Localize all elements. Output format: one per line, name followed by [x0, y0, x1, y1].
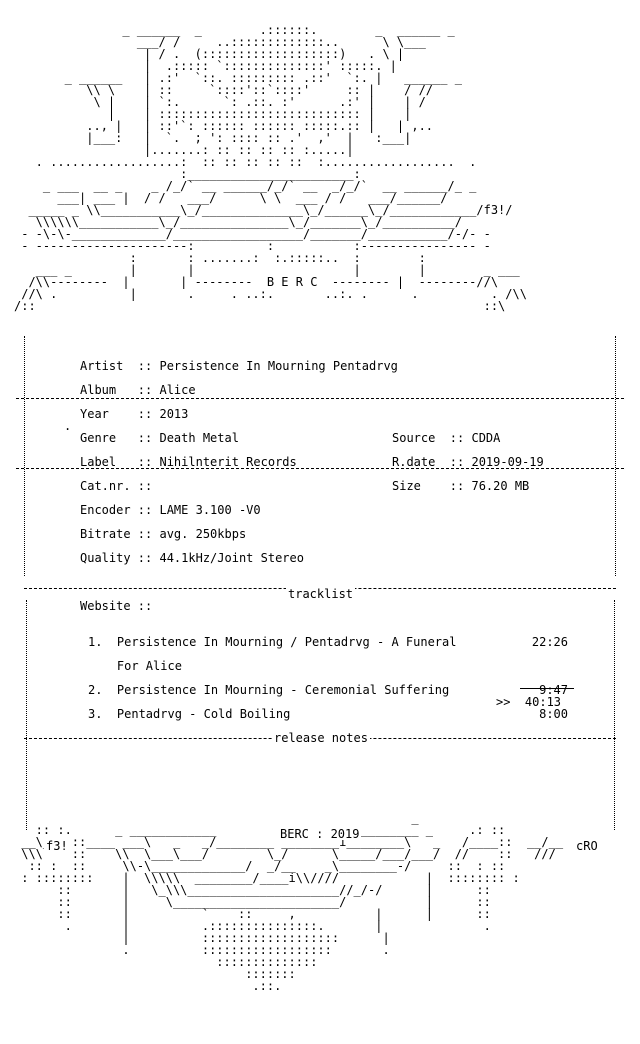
source-label: Source — [392, 431, 436, 445]
album-value: Alice — [159, 383, 196, 397]
website-label: Website — [80, 599, 131, 613]
info-block-left: Genre :: Death Metal Label :: Nihilnteri… — [80, 431, 297, 493]
track-row: 1. Persistence In Mourning / Pentadrvg -… — [88, 635, 457, 649]
bitrate-label: Bitrate — [80, 527, 131, 541]
artist-value: Persistence In Mourning Pentadrvg — [159, 359, 398, 373]
year-label: Year — [80, 407, 109, 421]
ascii-art-footer: _ :: :. _ ____________ ____________ _ .:… — [21, 811, 564, 993]
info-bullet: . — [64, 419, 72, 433]
info-block-right: Source :: CDDA R.date :: 2019-09-19 Size… — [392, 431, 544, 493]
artist-label: Artist — [80, 359, 124, 373]
encoder-value: LAME 3.100 -V0 — [159, 503, 261, 517]
total-row: >> 40:13 — [496, 696, 561, 708]
divider-mid — [16, 468, 624, 469]
frame-right-lower — [614, 600, 615, 830]
album-label: Album — [80, 383, 117, 397]
encoder-label: Encoder — [80, 503, 131, 517]
genre-label: Genre — [80, 431, 117, 445]
encoding-block: Encoder :: LAME 3.100 -V0 Bitrate :: avg… — [80, 503, 304, 613]
rdate-label: R.date — [392, 455, 436, 469]
size-value: 76.20 MB — [471, 479, 530, 493]
frame-right — [615, 336, 616, 576]
frame-left — [24, 336, 25, 576]
catnr-label: Cat.nr. — [80, 479, 131, 493]
release-block: Artist :: Persistence In Mourning Pentad… — [80, 359, 398, 421]
total-marker: >> — [496, 695, 511, 709]
label-label: Label — [80, 455, 117, 469]
track-row: 2. Persistence In Mourning - Ceremonial … — [88, 683, 450, 697]
frame-left-lower — [26, 600, 27, 830]
total-rule — [520, 688, 574, 689]
divider-top — [16, 398, 624, 399]
total-time: 40:13 — [524, 695, 562, 709]
track-times: 22:26 9:47 8:00 — [520, 624, 568, 732]
track-time: 8:00 — [539, 707, 568, 721]
track-time: 22:26 — [531, 635, 568, 649]
source-value: CDDA — [471, 431, 501, 445]
notes-title: release notes — [272, 731, 370, 745]
year-value: 2013 — [159, 407, 189, 421]
track-row-cont: For Alice — [116, 659, 182, 673]
size-label: Size — [392, 479, 421, 493]
ascii-art-header: _ ______ _ .::::::. _ ______ _ ___/ / ..… — [14, 23, 527, 313]
genre-value: Death Metal — [159, 431, 239, 445]
bitrate-value: avg. 250kbps — [159, 527, 247, 541]
track-row: 3. Pentadrvg - Cold Boiling — [88, 707, 291, 721]
rdate-value: 2019-09-19 — [471, 455, 544, 469]
tracklist: 1. Persistence In Mourning / Pentadrvg -… — [88, 624, 456, 732]
label-value: Nihilnterit Records — [159, 455, 297, 469]
track-time: 9:47 — [539, 683, 568, 697]
quality-label: Quality — [80, 551, 131, 565]
footer-sig-right: cRO — [574, 839, 600, 853]
footer-tag: BERC : 2019 — [278, 827, 362, 841]
quality-value: 44.1kHz/Joint Stereo — [159, 551, 304, 565]
footer-sig-left: f3! — [44, 839, 70, 853]
tracklist-title: tracklist — [286, 587, 356, 601]
